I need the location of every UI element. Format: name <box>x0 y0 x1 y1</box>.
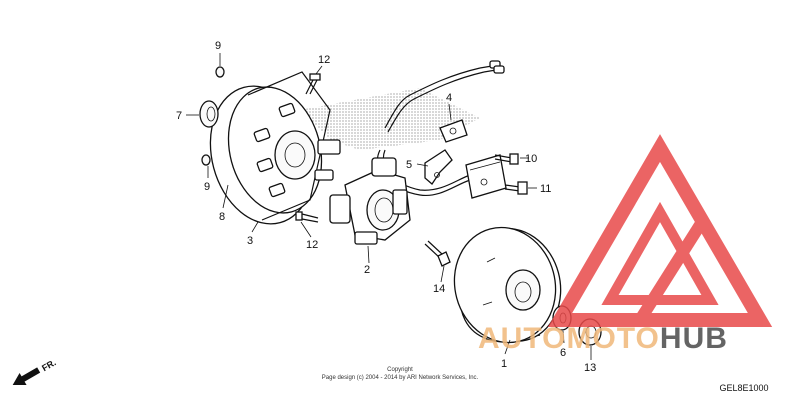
stator-2 <box>329 157 411 245</box>
bolt-14 <box>424 240 451 267</box>
sensor-block <box>465 154 507 199</box>
callout-13: 13 <box>584 362 596 374</box>
clamp-5 <box>424 149 453 185</box>
callout-12-bottom: 12 <box>306 239 318 251</box>
cover-assembly <box>209 71 341 225</box>
bolt-12-bottom <box>295 211 319 223</box>
callout-5: 5 <box>406 159 412 171</box>
callout-3: 3 <box>247 235 253 247</box>
callout-14: 14 <box>433 283 445 295</box>
washer-9-bottom <box>201 154 211 166</box>
callout-9-top: 9 <box>215 40 221 52</box>
bolt-11 <box>504 181 528 195</box>
callout-8: 8 <box>219 211 225 223</box>
oil-seal-7 <box>199 100 219 128</box>
flywheel-1 <box>453 226 562 344</box>
callout-4: 4 <box>446 92 452 104</box>
callout-6: 6 <box>560 347 566 359</box>
callout-1: 1 <box>501 358 507 370</box>
watermark-auto: AUTO <box>478 322 566 355</box>
bracket-4 <box>439 119 468 143</box>
leader-lines <box>186 53 592 360</box>
copyright-text: Page design (c) 2004 - 2014 by ARI Netwo… <box>322 375 479 381</box>
watermark-moto: MOTO <box>566 322 659 355</box>
callout-10: 10 <box>525 153 537 165</box>
bolt-12-top <box>305 73 321 95</box>
bolt-10 <box>494 153 519 165</box>
washer-9-top <box>215 66 225 78</box>
front-direction-arrow: FR. <box>12 357 58 386</box>
callout-9-bottom: 9 <box>204 181 210 193</box>
callout-12-top: 12 <box>318 54 330 66</box>
callout-11: 11 <box>540 183 551 195</box>
svg-text:AUTOMOTOHUB: AUTOMOTOHUB <box>478 322 728 355</box>
direction-label: FR. <box>40 357 58 373</box>
copyright-label: Copyright <box>387 367 413 373</box>
callout-7: 7 <box>176 110 182 122</box>
diagram-code: GEL8E1000 <box>719 383 768 393</box>
watermark-text: AUTOMOTOHUB <box>478 322 728 355</box>
watermark-logo-icon <box>547 134 773 327</box>
callout-2: 2 <box>364 264 370 276</box>
watermark-hub: HUB <box>660 322 728 355</box>
